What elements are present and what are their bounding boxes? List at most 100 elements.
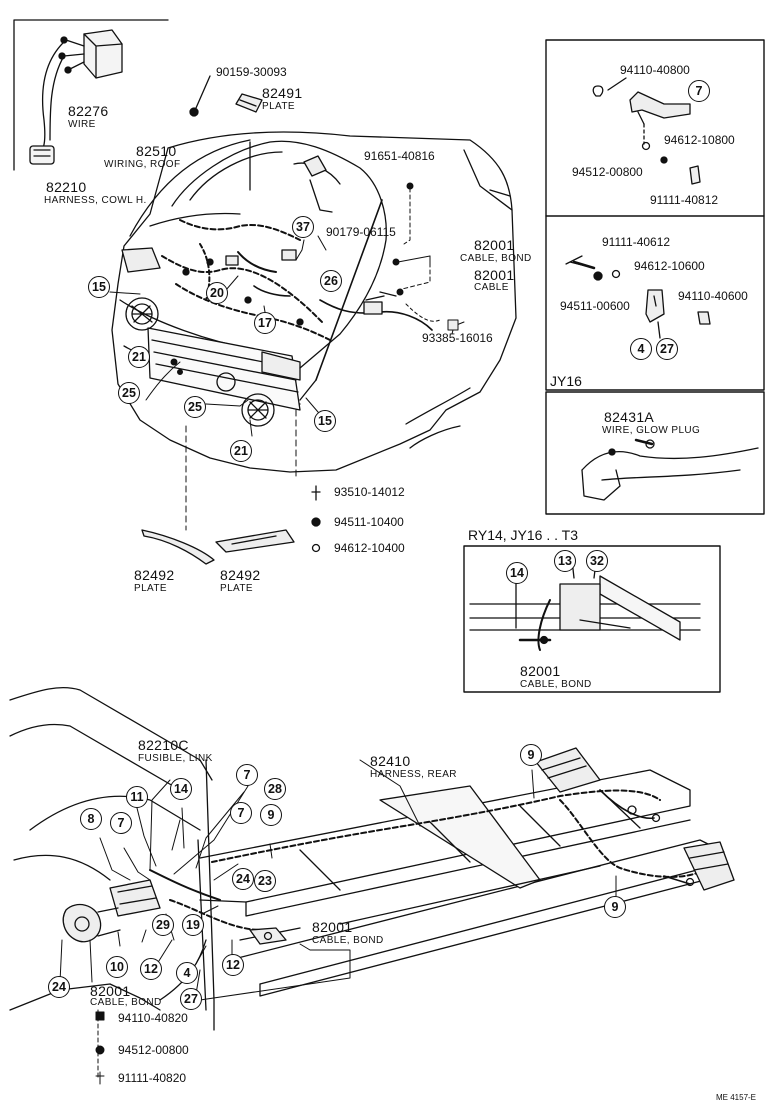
label-82001a-name: CABLE, BOND (460, 253, 532, 264)
inset-box-ry14 (463, 545, 721, 693)
callout-circle: 11 (126, 786, 148, 808)
glow-plug-wire-drawing (581, 438, 759, 501)
wire-82276-drawing (29, 29, 123, 165)
label-82210-num: 82210 (46, 179, 87, 195)
inset-box-jy16 (545, 391, 765, 515)
label-94110a: 94110-40800 (620, 63, 690, 77)
label-82492b-name: PLATE (220, 583, 253, 594)
callout-circle: 14 (170, 778, 192, 800)
callout-circle: 9 (520, 744, 542, 766)
callout-circle: 20 (206, 282, 228, 304)
callout-circle: 28 (264, 778, 286, 800)
callout-circle: 7 (236, 764, 258, 786)
callout-circle: 10 (106, 956, 128, 978)
bond-cable-frame-drawing (469, 559, 701, 651)
label-82001b-num: 82001 (474, 267, 515, 283)
screw-90159-drawing (189, 75, 211, 117)
label-82492b-num: 82492 (220, 567, 261, 583)
label-91111c: 91111-40820 (118, 1071, 187, 1085)
label-82431a-name: WIRE, GLOW PLUG (602, 425, 701, 436)
label-82001c-num: 82001 (520, 663, 561, 679)
callout-circle: 9 (260, 804, 282, 826)
label-82210c-name: FUSIBLE, LINK (138, 753, 213, 764)
callout-circle: 7 (688, 80, 710, 102)
callout-circle: 13 (554, 550, 576, 572)
label-82492a-num: 82492 (134, 567, 175, 583)
label-82431a-num: 82431A (604, 409, 655, 425)
section-ry14-title: RY14, JY16 . . T3 (468, 527, 578, 543)
bracket-4-27-drawing (565, 255, 711, 339)
callout-circle: 21 (230, 440, 252, 462)
callout-circle: 4 (630, 338, 652, 360)
label-82001b-name: CABLE (474, 282, 509, 293)
cowl-harness-drawing (161, 155, 433, 341)
label-82491-num: 82491 (262, 85, 303, 101)
callout-circle: 15 (314, 410, 336, 432)
callout-circle: 19 (182, 914, 204, 936)
label-94612b: 94612-10800 (664, 133, 735, 147)
label-82001c-name: CABLE, BOND (520, 679, 592, 690)
cab-front-drawing (111, 131, 517, 473)
callout-circle: 12 (222, 954, 244, 976)
label-91111a: 91111-40812 (650, 193, 719, 207)
plates-82492-drawing (141, 485, 321, 565)
callout-circle: 4 (176, 962, 198, 984)
callout-circle: 15 (88, 276, 110, 298)
bracket-7-drawing (592, 77, 701, 185)
label-82210-name: HARNESS, COWL H. (44, 195, 147, 206)
label-82492a-name: PLATE (134, 583, 167, 594)
callout-circle: 17 (254, 312, 276, 334)
callout-circle: 27 (656, 338, 678, 360)
label-94612c: 94612-10600 (634, 259, 705, 273)
label-90179: 90179-06115 (326, 225, 396, 239)
plate-82491-drawing (235, 93, 263, 113)
callout-circle: 25 (118, 382, 140, 404)
callout-circle: 24 (48, 976, 70, 998)
label-90159: 90159-30093 (216, 65, 287, 79)
label-94110b: 94110-40600 (678, 289, 748, 303)
footer-code: ME 4157-E (716, 1093, 757, 1102)
inset-corner-bracket (13, 19, 169, 171)
label-82001e-name: CABLE, BOND (90, 997, 162, 1008)
label-82210c-num: 82210C (138, 737, 189, 753)
label-82001d-name: CABLE, BOND (312, 935, 384, 946)
label-94612a: 94612-10400 (334, 541, 405, 555)
label-91651: 91651-40816 (364, 149, 435, 163)
callout-circle: 12 (140, 958, 162, 980)
callout-circle: 37 (292, 216, 314, 238)
callout-circle: 32 (586, 550, 608, 572)
label-94512a: 94512-00800 (572, 165, 643, 179)
callout-circle: 25 (184, 396, 206, 418)
callout-circle: 14 (506, 562, 528, 584)
label-82276-num: 82276 (68, 103, 109, 119)
inset-box-bracket-hardware (545, 39, 765, 391)
callout-circle: 21 (128, 346, 150, 368)
callout-circle: 9 (604, 896, 626, 918)
label-82001e-num: 82001 (90, 983, 131, 999)
callout-circle: 23 (254, 870, 276, 892)
label-82410-num: 82410 (370, 753, 411, 769)
label-94511a: 94511-10400 (334, 515, 404, 529)
callout-circle: 7 (230, 802, 252, 824)
label-82001d-num: 82001 (312, 919, 353, 935)
label-93510: 93510-14012 (334, 485, 405, 499)
label-82410-name: HARNESS, REAR (370, 769, 457, 780)
label-82510-name: WIRING, ROOF (104, 159, 181, 170)
callout-circle: 27 (180, 988, 202, 1010)
callout-circle: 24 (232, 868, 254, 890)
label-91111b: 91111-40612 (602, 235, 671, 249)
callout-circle: 8 (80, 808, 102, 830)
label-82001a-num: 82001 (474, 237, 515, 253)
label-94512b: 94512-00800 (118, 1043, 189, 1057)
label-82510-num: 82510 (136, 143, 177, 159)
label-93385: 93385-16016 (422, 331, 493, 345)
section-dividers (405, 303, 441, 322)
label-94511b: 94511-00600 (560, 299, 630, 313)
callout-circle: 7 (110, 812, 132, 834)
rear-chassis-drawing (9, 687, 735, 1031)
label-82276-name: WIRE (68, 119, 96, 130)
label-94110c: 94110-40820 (118, 1011, 188, 1025)
callout-circle: 26 (320, 270, 342, 292)
callout-circle: 29 (152, 914, 174, 936)
